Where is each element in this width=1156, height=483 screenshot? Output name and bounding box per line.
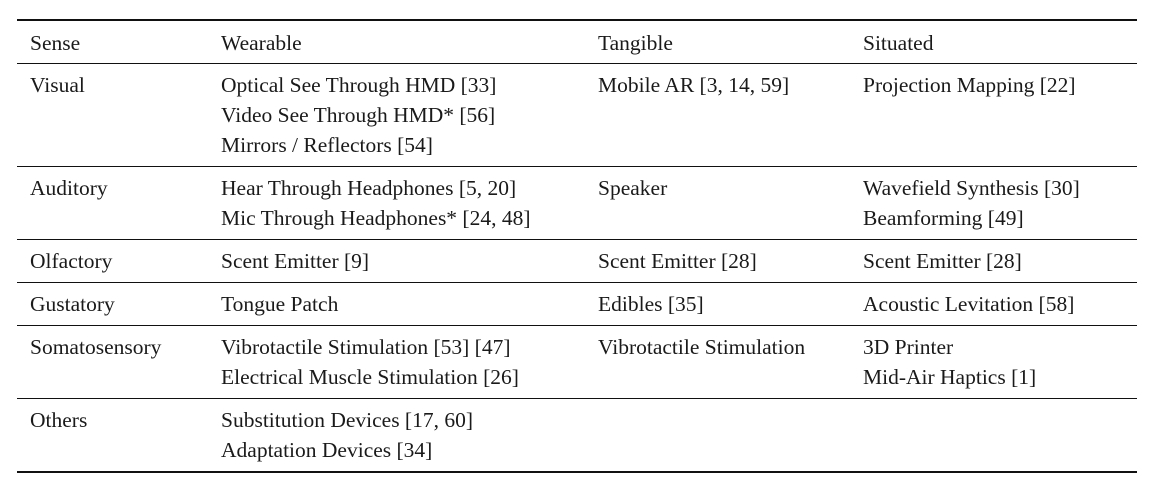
cell-line: Edibles [35] (598, 292, 704, 316)
tangible-cell: Mobile AR [3, 14, 59] (598, 64, 863, 167)
cell-line: Tongue Patch (221, 292, 339, 316)
tangible-cell: Vibrotactile Stimulation (598, 326, 863, 399)
cell-line: Vibrotactile Stimulation [53] [47] (221, 335, 511, 359)
wearable-cell: Optical See Through HMD [33] Video See T… (221, 64, 598, 167)
sense-cell: Olfactory (30, 249, 113, 273)
cell-line: Electrical Muscle Stimulation [26] (221, 365, 519, 389)
wearable-cell: Hear Through Headphones [5, 20] Mic Thro… (221, 167, 598, 240)
table-row: Gustatory Tongue Patch Edibles [35] Acou… (17, 283, 1137, 326)
sense-modality-table: Sense Wearable Tangible Situated Visual … (17, 19, 1137, 473)
cell-line: Mobile AR [3, 14, 59] (598, 73, 790, 97)
wearable-cell: Substitution Devices [17, 60] Adaptation… (221, 399, 598, 473)
cell-line: Video See Through HMD* [56] (221, 103, 496, 127)
table-row: Visual Optical See Through HMD [33] Vide… (17, 64, 1137, 167)
wearable-cell: Vibrotactile Stimulation [53] [47] Elect… (221, 326, 598, 399)
sense-cell: Others (30, 408, 88, 432)
situated-cell: Scent Emitter [28] (863, 240, 1137, 283)
table-row: Auditory Hear Through Headphones [5, 20]… (17, 167, 1137, 240)
cell-line: Scent Emitter [28] (598, 249, 757, 273)
cell-line: Mic Through Headphones* [24, 48] (221, 206, 531, 230)
cell-line: Hear Through Headphones [5, 20] (221, 176, 517, 200)
cell-line: Mirrors / Reflectors [54] (221, 133, 433, 157)
wearable-cell: Scent Emitter [9] (221, 240, 598, 283)
table-row: Somatosensory Vibrotactile Stimulation [… (17, 326, 1137, 399)
cell-line: Beamforming [49] (863, 206, 1024, 230)
sense-cell: Visual (30, 73, 85, 97)
cell-line: Substitution Devices [17, 60] (221, 408, 474, 432)
tangible-cell: Scent Emitter [28] (598, 240, 863, 283)
situated-cell: Projection Mapping [22] (863, 64, 1137, 167)
situated-cell: Acoustic Levitation [58] (863, 283, 1137, 326)
cell-line: Speaker (598, 176, 668, 200)
cell-line: Acoustic Levitation [58] (863, 292, 1075, 316)
sense-cell: Somatosensory (30, 335, 162, 359)
tangible-cell: Speaker (598, 167, 863, 240)
sense-cell: Auditory (30, 176, 108, 200)
header-wearable: Wearable (221, 31, 302, 55)
cell-line: Projection Mapping [22] (863, 73, 1076, 97)
tangible-cell (598, 399, 863, 473)
cell-line: Scent Emitter [9] (221, 249, 370, 273)
sense-modality-table-container: Sense Wearable Tangible Situated Visual … (17, 19, 1137, 473)
cell-line: Adaptation Devices [34] (221, 438, 433, 462)
situated-cell: Wavefield Synthesis [30] Beamforming [49… (863, 167, 1137, 240)
cell-line: Optical See Through HMD [33] (221, 73, 497, 97)
cell-line: Mid-Air Haptics [1] (863, 365, 1037, 389)
header-sense: Sense (30, 31, 81, 55)
header-tangible: Tangible (598, 31, 673, 55)
table-header: Sense Wearable Tangible Situated (17, 20, 1137, 64)
cell-line: Wavefield Synthesis [30] (863, 176, 1080, 200)
header-situated: Situated (863, 31, 934, 55)
table-row: Olfactory Scent Emitter [9] Scent Emitte… (17, 240, 1137, 283)
cell-line: Vibrotactile Stimulation (598, 335, 806, 359)
sense-cell: Gustatory (30, 292, 115, 316)
situated-cell (863, 399, 1137, 473)
header-row: Sense Wearable Tangible Situated (17, 20, 1137, 64)
wearable-cell: Tongue Patch (221, 283, 598, 326)
tangible-cell: Edibles [35] (598, 283, 863, 326)
situated-cell: 3D Printer Mid-Air Haptics [1] (863, 326, 1137, 399)
table-row: Others Substitution Devices [17, 60] Ada… (17, 399, 1137, 473)
table-body: Visual Optical See Through HMD [33] Vide… (17, 64, 1137, 473)
cell-line: 3D Printer (863, 335, 954, 359)
cell-line: Scent Emitter [28] (863, 249, 1022, 273)
